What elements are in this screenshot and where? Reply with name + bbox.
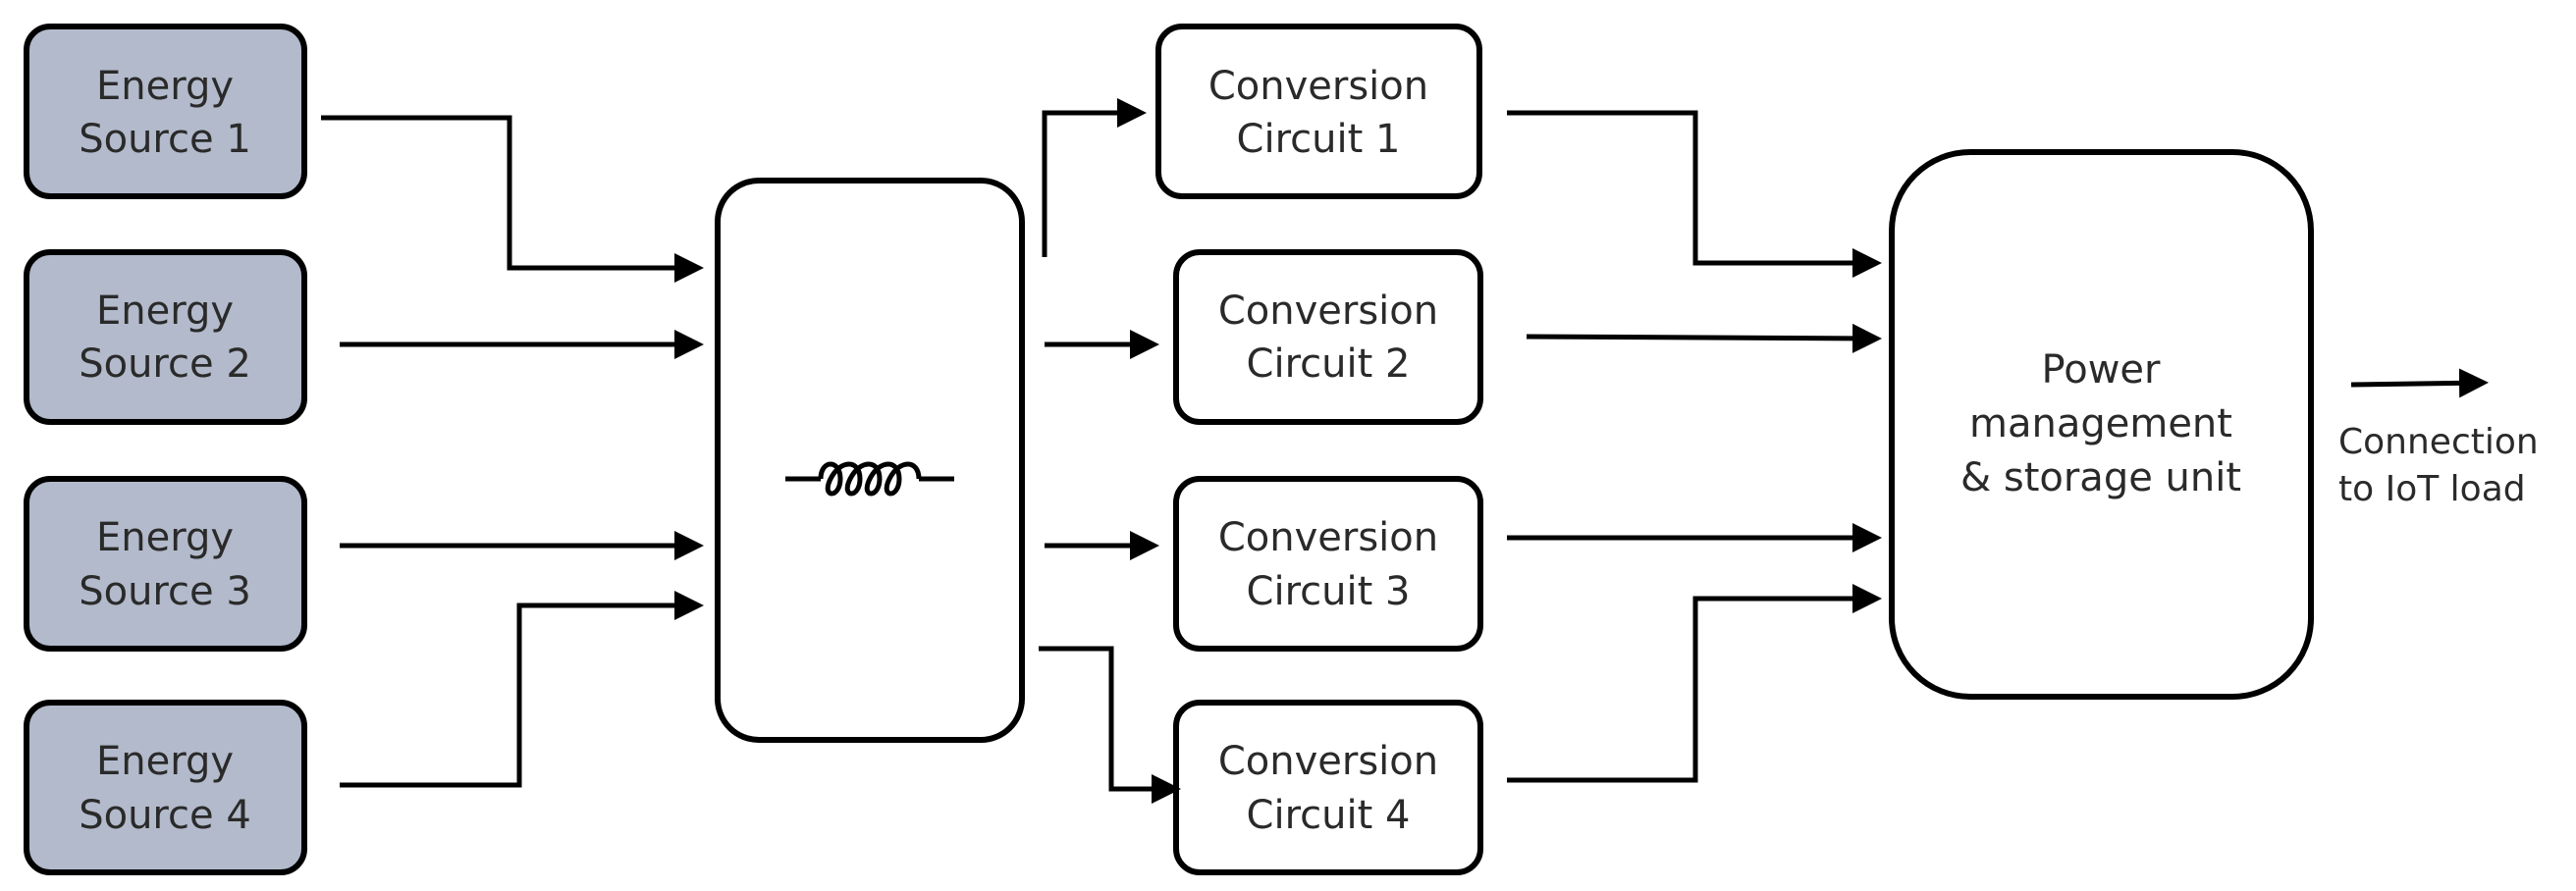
source-3-line1: Energy [96,515,234,560]
connector-pmu-output [2350,368,2489,398]
connector-hub-circuit1 [1042,98,1147,257]
circuit-4-line1: Conversion [1218,739,1438,784]
circuit-1-line2: Circuit 1 [1237,117,1401,162]
pmu-line3: & storage unit [1960,455,2241,500]
connector-source1-hub [321,115,704,283]
connector-circuit4-pmu [1507,584,1882,783]
output-label-line1: Connection [2338,422,2539,462]
source-2-line1: Energy [96,288,234,334]
conversion-circuit-2: Conversion Circuit 2 [1173,249,1483,425]
conversion-circuit-4: Conversion Circuit 4 [1173,700,1483,875]
circuit-2-line1: Conversion [1218,288,1438,334]
energy-source-4: Energy Source 4 [24,700,307,875]
circuit-2-line2: Circuit 2 [1247,341,1411,387]
circuit-4-line2: Circuit 4 [1247,793,1411,838]
energy-source-1: Energy Source 1 [24,24,307,199]
source-1-line1: Energy [96,64,234,109]
circuit-1-line1: Conversion [1208,64,1428,109]
connector-circuit1-pmu [1507,110,1882,278]
output-label-line2: to IoT load [2338,469,2526,509]
source-3-line2: Source 3 [79,569,251,614]
source-2-line2: Source 2 [79,341,251,387]
energy-source-2: Energy Source 2 [24,249,307,425]
pmu-line1: Power [2042,347,2161,393]
power-management-unit: Power management & storage unit [1889,149,2314,700]
inductor-coil-icon [785,461,954,497]
source-4-line1: Energy [96,739,234,784]
source-1-line2: Source 1 [79,117,251,162]
conversion-circuit-1: Conversion Circuit 1 [1155,24,1482,199]
connector-circuit2-pmu [1526,323,1882,353]
pmu-line2: management [1969,401,2232,446]
connector-hub-circuit4 [1039,646,1181,804]
energy-source-3: Energy Source 3 [24,476,307,652]
circuit-3-line2: Circuit 3 [1247,569,1411,614]
connector-source4-hub [340,591,704,788]
source-4-line2: Source 4 [79,793,251,838]
conversion-circuit-3: Conversion Circuit 3 [1173,476,1483,652]
circuit-3-line1: Conversion [1218,515,1438,560]
inductor-hub [715,178,1025,743]
